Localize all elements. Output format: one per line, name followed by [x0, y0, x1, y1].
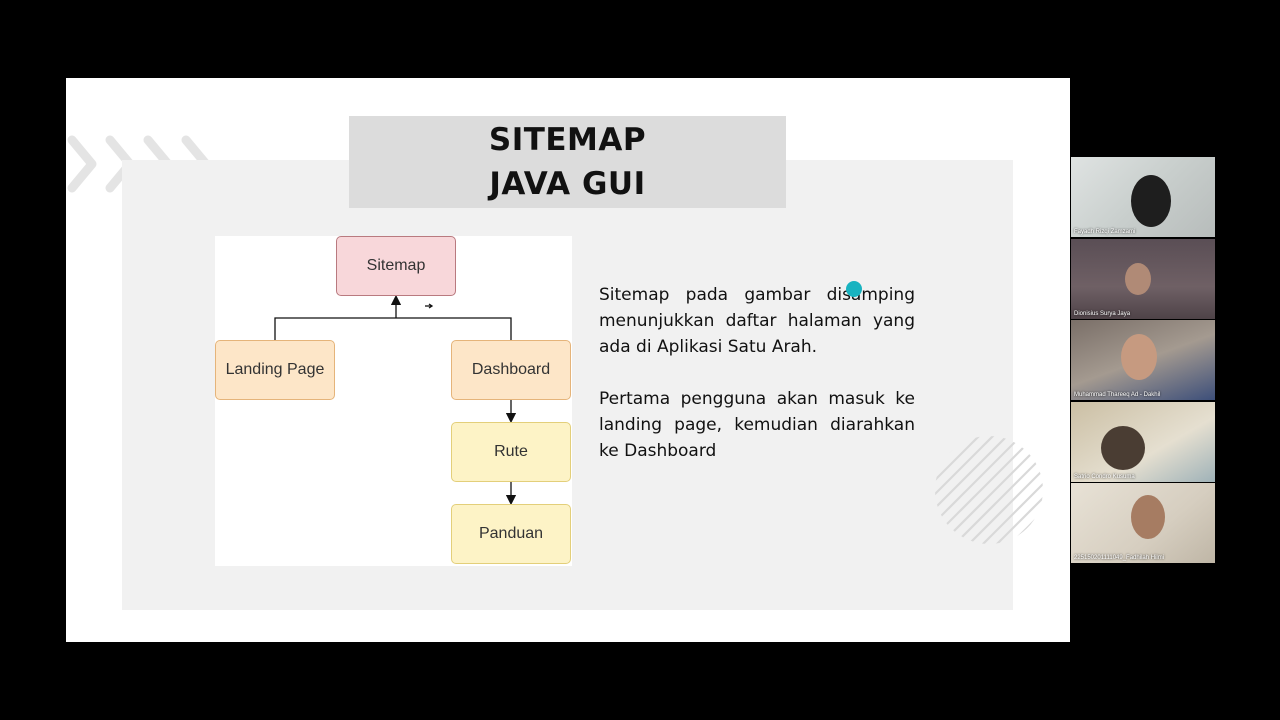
description-paragraph-2: Pertama pengguna akan masuk ke landing p…	[599, 389, 915, 461]
participant-video-strip: Fayadh Rizqi Zamzami Dionisius Surya Jay…	[1071, 157, 1215, 563]
participant-name: Muhammad Thareeq Ad - Dakhil	[1074, 392, 1161, 398]
diagram-connectors	[274, 294, 517, 506]
participant-name: Dionisius Surya Jaya	[1074, 310, 1131, 317]
avatar	[1131, 175, 1171, 227]
participant-tile[interactable]: Satrio Condro Kusuma	[1071, 401, 1215, 482]
node-rute: Rute	[451, 422, 571, 482]
striped-circle-decoration-icon	[935, 436, 1043, 544]
participant-tile[interactable]: Fayadh Rizqi Zamzami	[1071, 157, 1215, 237]
title-line-2: JAVA GUI	[489, 166, 646, 202]
participant-tile[interactable]: 225150201111049_Fadhilah Hilmi	[1071, 483, 1215, 563]
node-landing-page: Landing Page	[215, 340, 335, 400]
presentation-slide: SITEMAP JAVA GUI Sitemap Landing Page Da…	[66, 78, 1070, 642]
node-dashboard: Dashboard	[451, 340, 571, 400]
description-paragraph-1: Sitemap pada gambar disamping menunjukka…	[599, 285, 915, 357]
pointer-cursor-icon	[846, 281, 862, 297]
participant-tile[interactable]: Dionisius Surya Jaya	[1071, 238, 1215, 319]
avatar	[1131, 495, 1165, 539]
slide-description: Sitemap pada gambar disamping menunjukka…	[599, 282, 915, 490]
avatar	[1101, 425, 1145, 470]
node-panduan: Panduan	[451, 504, 571, 564]
participant-name: 225150201111049_Fadhilah Hilmi	[1074, 555, 1165, 561]
slide-title: SITEMAP JAVA GUI	[349, 116, 786, 208]
node-sitemap: Sitemap	[336, 236, 456, 296]
participant-name: Satrio Condro Kusuma	[1074, 473, 1135, 480]
avatar	[1121, 334, 1157, 380]
participant-tile[interactable]: Muhammad Thareeq Ad - Dakhil	[1071, 320, 1215, 400]
title-line-1: SITEMAP	[488, 122, 647, 158]
participant-name: Fayadh Rizqi Zamzami	[1074, 229, 1136, 235]
sitemap-diagram: Sitemap Landing Page Dashboard Rute Pand…	[215, 236, 572, 566]
avatar	[1125, 262, 1151, 295]
